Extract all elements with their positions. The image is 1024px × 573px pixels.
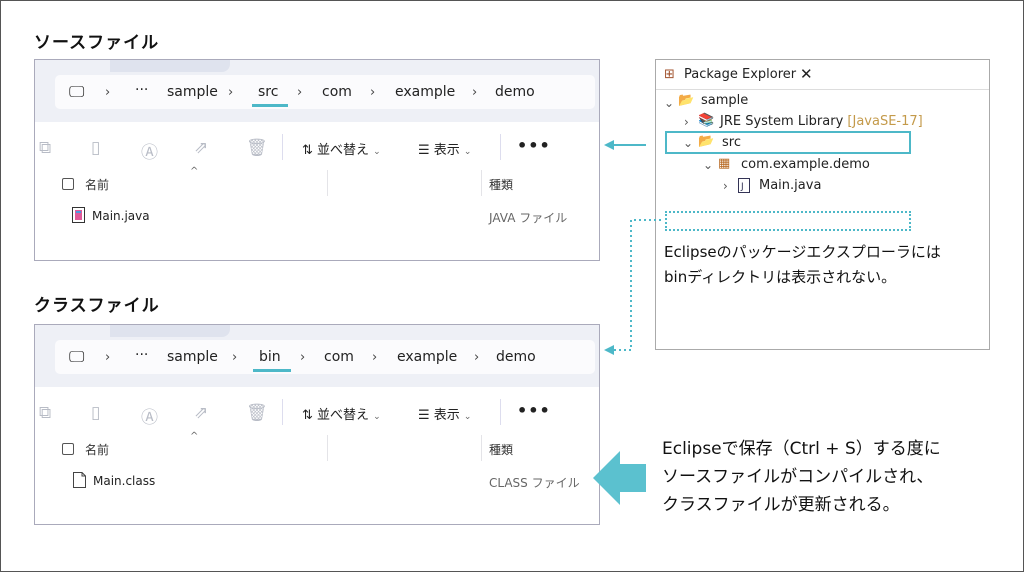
close-icon[interactable]: ✕ [800,65,813,83]
package-explorer-title: Package Explorer [684,67,797,82]
file-name[interactable]: Main.class [93,474,156,488]
chevron-right-icon: › [300,350,306,365]
chevron-right-icon: › [228,85,234,100]
chevron-down-icon[interactable]: ⌄ [703,158,714,172]
sort-button[interactable]: ⇅ 並べ替え⌄ [302,143,381,158]
breadcrumb-sample[interactable]: sample [167,349,218,365]
chevron-right-icon: › [297,85,303,100]
src-explorer-window: 🖵 › ··· sample › src › com › example › d… [34,59,600,261]
library-icon: 📚 [698,113,715,128]
source-folder-icon: 📂 [698,134,715,149]
chevron-right-icon: › [370,85,376,100]
chevron-right-icon: › [105,350,111,365]
file-type: CLASS ファイル [489,476,580,490]
rename-icon[interactable]: Ⓐ [141,143,158,163]
file-type: JAVA ファイル [489,211,568,225]
delete-icon[interactable]: 🗑 [246,403,268,423]
view-button[interactable]: ☰ 表示⌄ [418,143,472,158]
share-icon[interactable]: ⇗ [194,138,209,158]
column-type[interactable]: 種類 [489,178,514,192]
chevron-right-icon[interactable]: › [684,115,689,129]
class-file-heading: クラスファイル [34,296,160,316]
chevron-right-icon[interactable]: › [723,179,728,193]
java-file-icon [72,207,85,223]
breadcrumb-src[interactable]: src [258,84,279,100]
address-bar[interactable]: 🖵 › ··· sample › src › com › example › d… [55,75,595,109]
toolbar: ⧉ ▯ Ⓐ ⇗ 🗑 ⇅ 並べ替え⌄ ☰ 表示⌄ ••• [35,128,599,168]
arrowhead-icon [604,140,614,150]
highlight-underline [252,104,288,107]
highlight-underline [253,369,291,372]
breadcrumb-example[interactable]: example [395,84,456,100]
package-explorer-icon: ⊞ [664,67,675,82]
column-type[interactable]: 種類 [489,443,514,457]
breadcrumb-demo[interactable]: demo [495,84,535,100]
toolbar: ⧉ ▯ Ⓐ ⇗ 🗑 ⇅ 並べ替え⌄ ☰ 表示⌄ ••• [35,393,599,433]
java-file-icon: J [738,178,750,193]
view-button[interactable]: ☰ 表示⌄ [418,408,472,423]
breadcrumb-ellipsis[interactable]: ··· [135,82,149,98]
breadcrumb-sample[interactable]: sample [167,84,218,100]
tree-main-java[interactable]: Main.java [759,178,822,193]
eclipse-note: Eclipseのパッケージエクスプローラには binディレクトリは表示されない。 [664,243,941,286]
tree-src[interactable]: src [722,135,741,150]
save-compile-note: Eclipseで保存（Ctrl + S）する度に ソースファイルがコンパイルされ… [662,439,941,515]
column-name[interactable]: 名前 [85,178,110,192]
chevron-right-icon: › [474,350,480,365]
big-left-arrow-icon [593,451,646,505]
chevron-right-icon: › [105,85,111,100]
rename-icon[interactable]: Ⓐ [141,408,158,428]
project-icon: 📂 [678,93,695,108]
column-name[interactable]: 名前 [85,443,110,457]
file-icon [73,472,86,488]
computer-icon[interactable]: 🖵 [69,347,85,366]
copy-icon[interactable]: ⧉ [39,403,52,423]
arrowhead-icon [604,345,614,355]
svg-text:J: J [740,182,744,192]
package-icon: ▦ [718,156,731,171]
chevron-right-icon: › [472,85,478,100]
package-explorer-tab[interactable]: ⊞ Package Explorer ✕ [656,60,989,90]
chevron-down-icon[interactable]: ⌄ [683,136,694,150]
dotted-connector [613,219,661,351]
breadcrumb-com[interactable]: com [322,84,352,100]
chevron-right-icon: › [232,350,238,365]
delete-icon[interactable]: 🗑 [246,138,268,158]
paste-icon[interactable]: ▯ [91,138,101,158]
tree-package[interactable]: com.example.demo [741,157,870,172]
breadcrumb-com[interactable]: com [324,349,354,365]
address-bar[interactable]: 🖵 › ··· sample › bin › com › example › d… [55,340,595,374]
share-icon[interactable]: ⇗ [194,403,209,423]
more-button[interactable]: ••• [517,136,551,155]
list-view-icon: ☰ [418,143,430,158]
sort-icon: ⇅ [302,408,313,423]
more-button[interactable]: ••• [517,401,551,420]
sort-caret-icon: ^ [190,431,199,442]
tree-jre-library[interactable]: JRE System Library [JavaSE-17] [720,114,923,129]
select-all-checkbox[interactable] [62,443,74,455]
chevron-right-icon: › [372,350,378,365]
file-name[interactable]: Main.java [92,209,150,223]
sort-caret-icon: ^ [190,166,199,177]
chevron-down-icon[interactable]: ⌄ [664,96,675,110]
src-highlight-box [665,131,911,154]
list-view-icon: ☰ [418,408,430,423]
hidden-bin-placeholder [665,211,911,231]
breadcrumb-bin[interactable]: bin [259,349,281,365]
paste-icon[interactable]: ▯ [91,403,101,423]
breadcrumb-example[interactable]: example [397,349,458,365]
sort-button[interactable]: ⇅ 並べ替え⌄ [302,408,381,423]
breadcrumb-ellipsis[interactable]: ··· [135,347,149,363]
bin-explorer-window: 🖵 › ··· sample › bin › com › example › d… [34,324,600,525]
package-explorer-panel: ⊞ Package Explorer ✕ ⌄ 📂 sample › 📚 JRE … [655,59,990,350]
sort-icon: ⇅ [302,143,313,158]
breadcrumb-demo[interactable]: demo [496,349,536,365]
select-all-checkbox[interactable] [62,178,74,190]
computer-icon[interactable]: 🖵 [69,82,85,101]
copy-icon[interactable]: ⧉ [39,138,52,158]
tree-project[interactable]: sample [701,93,749,108]
source-file-heading: ソースファイル [34,33,160,53]
